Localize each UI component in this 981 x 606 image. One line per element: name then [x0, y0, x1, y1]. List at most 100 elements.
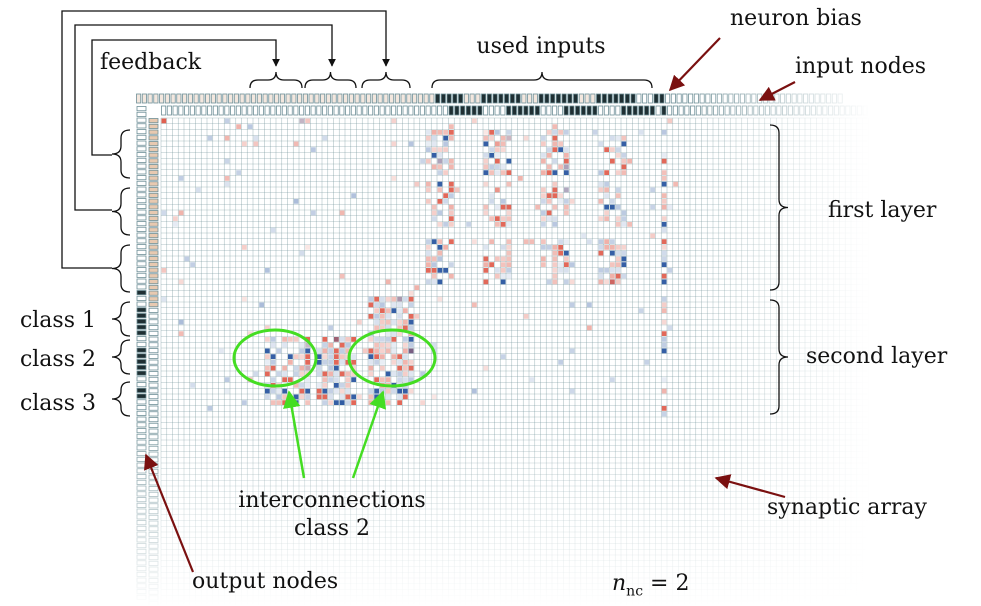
- weight-cell: [541, 239, 546, 244]
- weight-cell: [322, 394, 328, 400]
- weight-cell: [610, 199, 615, 204]
- bus-node: [285, 93, 291, 104]
- weight-cell: [397, 331, 402, 336]
- class-node: [136, 364, 147, 370]
- brace: [111, 339, 131, 375]
- weight-cell: [610, 273, 615, 279]
- weight-cell: [483, 153, 489, 158]
- weight-cell: [380, 296, 385, 302]
- weight-cell: [316, 383, 322, 388]
- weight-cell: [564, 239, 569, 244]
- input-node: [385, 105, 391, 116]
- weight-cell: [437, 130, 443, 135]
- weight-cell: [380, 302, 385, 308]
- weight-cell: [564, 262, 569, 267]
- weight-cell: [615, 279, 621, 285]
- output-node: [148, 135, 159, 141]
- weight-cell: [431, 239, 437, 244]
- weight-cell: [615, 216, 621, 221]
- bus-node: [515, 93, 521, 104]
- weight-cell: [558, 199, 563, 204]
- input-node: [667, 105, 673, 116]
- bus-node: [458, 93, 464, 104]
- weight-cell: [437, 170, 443, 175]
- weight-cell: [426, 181, 431, 187]
- weight-cell: [587, 302, 592, 308]
- bus-node: [601, 93, 607, 104]
- weight-cell: [610, 147, 615, 152]
- bus-node: [210, 93, 216, 104]
- class-node: [136, 157, 147, 163]
- bus-node: [463, 93, 469, 104]
- class-node: [136, 341, 147, 347]
- weight-cell: [564, 153, 569, 158]
- weight-cell: [495, 216, 500, 221]
- weight-cell: [316, 371, 322, 377]
- weight-cell: [495, 130, 500, 135]
- input-node: [408, 105, 414, 116]
- weight-cell: [334, 348, 339, 354]
- weight-cell: [299, 348, 305, 354]
- weight-cell: [380, 365, 385, 371]
- weight-cell: [552, 181, 558, 187]
- weight-cell: [587, 239, 592, 244]
- weight-cell: [374, 394, 379, 400]
- weight-cell: [374, 302, 379, 308]
- weight-cell: [322, 354, 328, 359]
- input-node: [212, 105, 218, 116]
- weight-cell: [368, 371, 374, 377]
- weight-cell: [661, 153, 667, 158]
- weight-cell: [564, 204, 569, 210]
- weight-cell: [408, 348, 414, 354]
- weight-cell: [178, 210, 184, 216]
- weight-cell: [500, 164, 506, 170]
- weight-cell: [558, 193, 563, 198]
- output-node: [148, 158, 159, 164]
- weight-cell: [621, 135, 627, 141]
- weight-cell: [564, 187, 569, 193]
- weight-cell: [604, 170, 609, 175]
- input-node: [546, 105, 552, 116]
- weight-cell: [351, 360, 356, 365]
- weight-cell: [610, 250, 615, 256]
- output-node: [148, 267, 159, 273]
- weight-cell: [334, 360, 339, 365]
- class-node: [136, 186, 147, 192]
- weight-cell: [495, 273, 500, 279]
- weight-cell: [552, 170, 558, 175]
- weight-cell: [558, 245, 563, 250]
- weight-cell: [339, 354, 345, 359]
- weight-cell: [661, 216, 667, 221]
- output-node: [148, 325, 159, 331]
- weight-cell: [506, 170, 512, 175]
- weight-cell: [541, 199, 546, 204]
- weight-cell: [305, 394, 310, 400]
- input-node: [189, 105, 195, 116]
- weight-cell: [489, 147, 494, 152]
- weight-cell: [500, 279, 506, 285]
- weight-cell: [621, 164, 627, 170]
- output-node: [148, 198, 159, 204]
- input-node: [569, 105, 575, 116]
- weight-cell: [408, 141, 414, 147]
- class-node: [136, 399, 147, 405]
- output-node: [148, 348, 159, 354]
- weight-cell: [443, 199, 448, 204]
- input-node: [264, 105, 270, 116]
- weight-cell: [380, 348, 385, 354]
- input-node: [310, 105, 316, 116]
- weight-cell: [500, 273, 506, 279]
- weight-cell: [426, 239, 431, 244]
- feedback-line: [61, 10, 390, 269]
- weight-cell: [368, 360, 374, 365]
- weight-cell: [610, 377, 615, 382]
- output-node: [148, 204, 159, 210]
- weight-cell: [546, 164, 552, 170]
- weight-cell: [569, 262, 575, 267]
- weight-cell: [305, 383, 310, 388]
- weight-cell: [408, 342, 414, 348]
- weight-cell: [541, 193, 546, 198]
- weight-cell: [431, 130, 437, 135]
- weight-cell: [270, 360, 276, 365]
- weight-cell: [564, 199, 569, 204]
